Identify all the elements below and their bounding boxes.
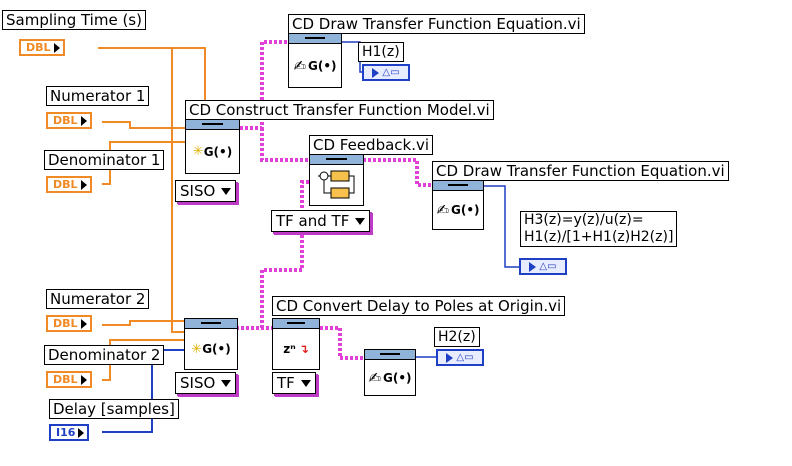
draw-tf-3-label: CD Draw Transfer Function Equation.vi bbox=[432, 161, 729, 181]
denominator1-control[interactable]: DBL bbox=[46, 176, 92, 193]
wire-tf2-to-feedback bbox=[260, 180, 311, 328]
connector-pane bbox=[310, 155, 363, 165]
convert-delay-node[interactable]: zⁿ↴ bbox=[272, 318, 320, 370]
connector-pane bbox=[186, 120, 239, 130]
h3-label-line2: H1(z)/[1+H1(z)H2(z)] bbox=[524, 229, 674, 245]
convert-delay-icon-text: zⁿ bbox=[283, 342, 296, 356]
draw-tf-3-icon-text: G(•) bbox=[451, 203, 480, 217]
sampling-time-control[interactable]: DBL bbox=[19, 39, 65, 56]
wire-delay bbox=[102, 349, 186, 433]
wire-tf1-to-draw1 bbox=[240, 40, 289, 130]
construct-tf-1-icon-text: G(•) bbox=[203, 144, 233, 159]
tf-and-tf-ring[interactable]: TF and TF bbox=[271, 210, 371, 232]
draw-tf-1-label: CD Draw Transfer Function Equation.vi bbox=[288, 14, 585, 34]
hand-icon: ✍ bbox=[293, 56, 307, 75]
input-arrow-icon bbox=[446, 352, 454, 363]
tf-value: TF bbox=[277, 374, 295, 392]
wire-tf1-to-feedback bbox=[260, 128, 311, 162]
wire-numerator2 bbox=[102, 320, 186, 326]
convert-delay-label: CD Convert Delay to Poles at Origin.vi bbox=[272, 296, 566, 316]
h1-indicator[interactable]: △▭ bbox=[362, 64, 410, 81]
draw-tf-3-node[interactable]: ✍G(•) bbox=[432, 180, 484, 230]
h3-indicator[interactable]: △▭ bbox=[519, 258, 567, 275]
red-arrow-icon: ↴ bbox=[298, 342, 309, 356]
feedback-loop-icon bbox=[310, 165, 363, 205]
h1-label: H1(z) bbox=[358, 42, 404, 62]
connector-pane bbox=[273, 319, 319, 329]
denominator2-control[interactable]: DBL bbox=[46, 371, 92, 388]
dropdown-arrow-icon bbox=[355, 217, 366, 225]
dropdown-arrow-icon bbox=[221, 187, 232, 195]
feedback-node[interactable] bbox=[309, 154, 364, 206]
delay-label: Delay [samples] bbox=[49, 399, 179, 419]
wire-sampling-time bbox=[98, 47, 186, 333]
sampling-time-type: DBL bbox=[26, 41, 51, 54]
h2-label: H2(z) bbox=[434, 327, 480, 347]
siso1-ring[interactable]: SISO bbox=[175, 180, 237, 202]
wire-numerator1 bbox=[102, 121, 190, 129]
draw-tf-1-icon-text: G(•) bbox=[308, 58, 337, 73]
denominator2-label: Denominator 2 bbox=[44, 345, 165, 365]
siso1-value: SISO bbox=[180, 182, 216, 200]
output-arrow-icon bbox=[80, 115, 87, 126]
numerator2-type: DBL bbox=[53, 317, 78, 330]
output-arrow-icon bbox=[80, 374, 87, 385]
siso2-ring[interactable]: SISO bbox=[175, 372, 237, 394]
denominator2-type: DBL bbox=[53, 373, 78, 386]
numerator1-label: Numerator 1 bbox=[46, 86, 150, 106]
h3-label-line1: H3(z)=y(z)/u(z)= bbox=[524, 212, 644, 228]
connector-pane bbox=[433, 181, 483, 191]
numerator1-control[interactable]: DBL bbox=[46, 112, 92, 129]
wire-eq-h3 bbox=[483, 185, 519, 268]
denominator1-label: Denominator 1 bbox=[44, 150, 165, 170]
wire-delay-to-draw2 bbox=[320, 326, 366, 360]
connector-pane bbox=[289, 34, 341, 44]
construct-tf-2-icon-text: G(•) bbox=[202, 342, 231, 356]
construct-tf-2-node[interactable]: ✳G(•) bbox=[184, 318, 238, 370]
dropdown-arrow-icon bbox=[300, 379, 311, 387]
tf-and-tf-value: TF and TF bbox=[276, 212, 350, 230]
feedback-label: CD Feedback.vi bbox=[309, 135, 434, 155]
construct-tf-label: CD Construct Transfer Function Model.vi bbox=[185, 100, 494, 120]
output-arrow-icon bbox=[53, 42, 60, 53]
wire-feedback-to-draw3 bbox=[363, 158, 434, 187]
draw-tf-2-icon-text: G(•) bbox=[383, 370, 412, 385]
draw-tf-2-node[interactable]: ✍G(•) bbox=[364, 349, 416, 396]
h2-indicator[interactable]: △▭ bbox=[436, 349, 484, 366]
connector-pane bbox=[185, 319, 237, 329]
delay-type: I16 bbox=[56, 426, 76, 439]
numerator2-label: Numerator 2 bbox=[46, 289, 150, 309]
draw-tf-1-node[interactable]: ✍G(•) bbox=[288, 33, 342, 88]
hand-icon: ✍ bbox=[436, 201, 450, 219]
sparkle-icon: ✳ bbox=[192, 144, 204, 159]
construct-tf-1-node[interactable]: ✳G(•) bbox=[185, 119, 240, 174]
delay-control[interactable]: I16 bbox=[49, 424, 90, 441]
sparkle-icon: ✳ bbox=[191, 341, 203, 357]
output-arrow-icon bbox=[80, 179, 87, 190]
h3-label: H3(z)=y(z)/u(z)= H1(z)/[1+H1(z)H2(z)] bbox=[520, 211, 678, 247]
feedback-diagram-icon bbox=[317, 170, 354, 199]
input-arrow-icon bbox=[529, 261, 537, 272]
sampling-time-label: Sampling Time (s) bbox=[2, 10, 146, 30]
output-arrow-icon bbox=[78, 427, 85, 438]
numerator1-type: DBL bbox=[53, 114, 78, 127]
tf-wires bbox=[236, 40, 434, 360]
numerator2-control[interactable]: DBL bbox=[46, 315, 92, 332]
siso2-value: SISO bbox=[180, 374, 216, 392]
hand-icon: ✍ bbox=[368, 368, 382, 387]
denominator1-type: DBL bbox=[53, 178, 78, 191]
dropdown-arrow-icon bbox=[221, 379, 232, 387]
output-arrow-icon bbox=[80, 318, 87, 329]
connector-pane bbox=[365, 350, 415, 360]
tf-ring[interactable]: TF bbox=[272, 372, 316, 394]
input-arrow-icon bbox=[372, 67, 380, 78]
